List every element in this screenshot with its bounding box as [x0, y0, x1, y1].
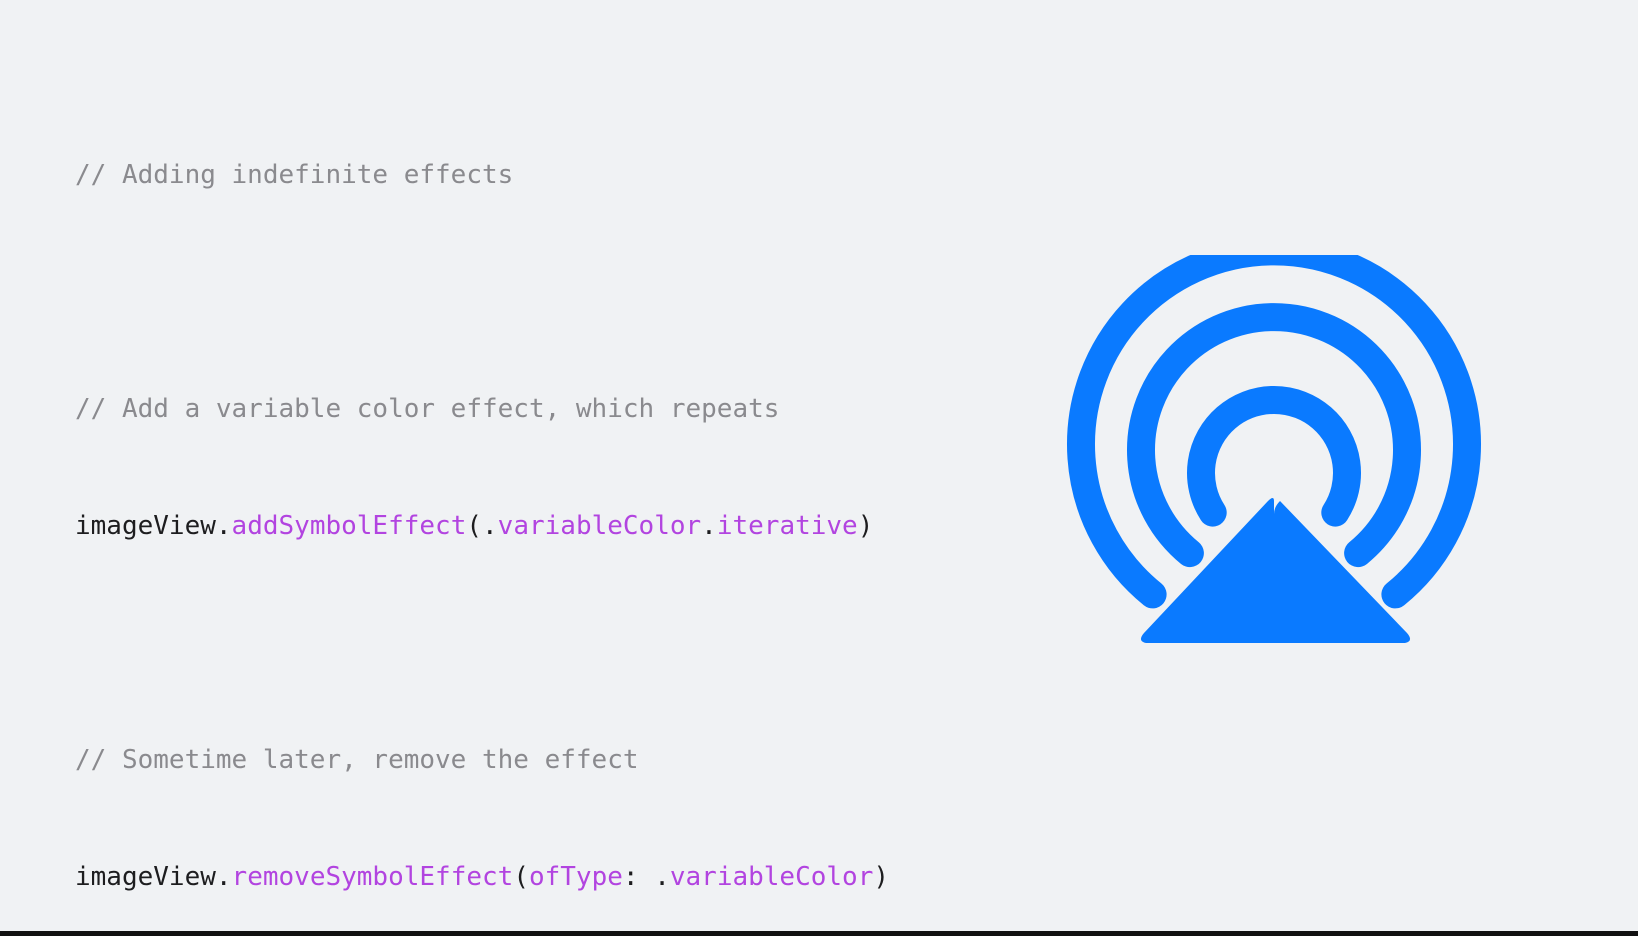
- effect-name: variableColor: [669, 862, 874, 892]
- airplay-audio-graphic: [1067, 237, 1481, 643]
- remove-effect-comment: // Sometime later, remove the effect: [75, 745, 639, 775]
- middle-wave-arc: [1127, 303, 1421, 568]
- dot: .: [215, 862, 232, 892]
- dot: .: [701, 511, 717, 541]
- receiver: imageView: [75, 511, 216, 541]
- method-name: removeSymbolEffect: [231, 862, 514, 892]
- blank-line: [75, 273, 889, 312]
- effect-name: variableColor: [497, 511, 702, 541]
- close-paren: ): [857, 511, 874, 541]
- inner-wave-arc: [1187, 385, 1361, 527]
- header-comment: // Adding indefinite effects: [75, 160, 514, 190]
- blank-line: [75, 624, 889, 663]
- remove-effect-code-line: imageView.removeSymbolEffect(ofType: .va…: [75, 858, 889, 897]
- airplay-audio-icon: [1060, 237, 1490, 675]
- open-paren: (: [513, 862, 529, 892]
- add-effect-comment: // Add a variable color effect, which re…: [75, 394, 780, 424]
- effect-option: iterative: [716, 511, 858, 541]
- code-snippet: // Adding indefinite effects // Add a va…: [75, 78, 889, 936]
- open-paren: (.: [466, 511, 498, 541]
- add-effect-code-line: imageView.addSymbolEffect(.variableColor…: [75, 507, 889, 546]
- close-paren: ): [873, 862, 890, 892]
- parameter-label: ofType: [528, 862, 623, 892]
- method-name: addSymbolEffect: [231, 511, 467, 541]
- colon: : .: [622, 862, 670, 892]
- bottom-edge-bar: [0, 931, 1638, 936]
- triangle-base: [1140, 498, 1411, 643]
- dot: .: [215, 511, 232, 541]
- receiver: imageView: [75, 862, 216, 892]
